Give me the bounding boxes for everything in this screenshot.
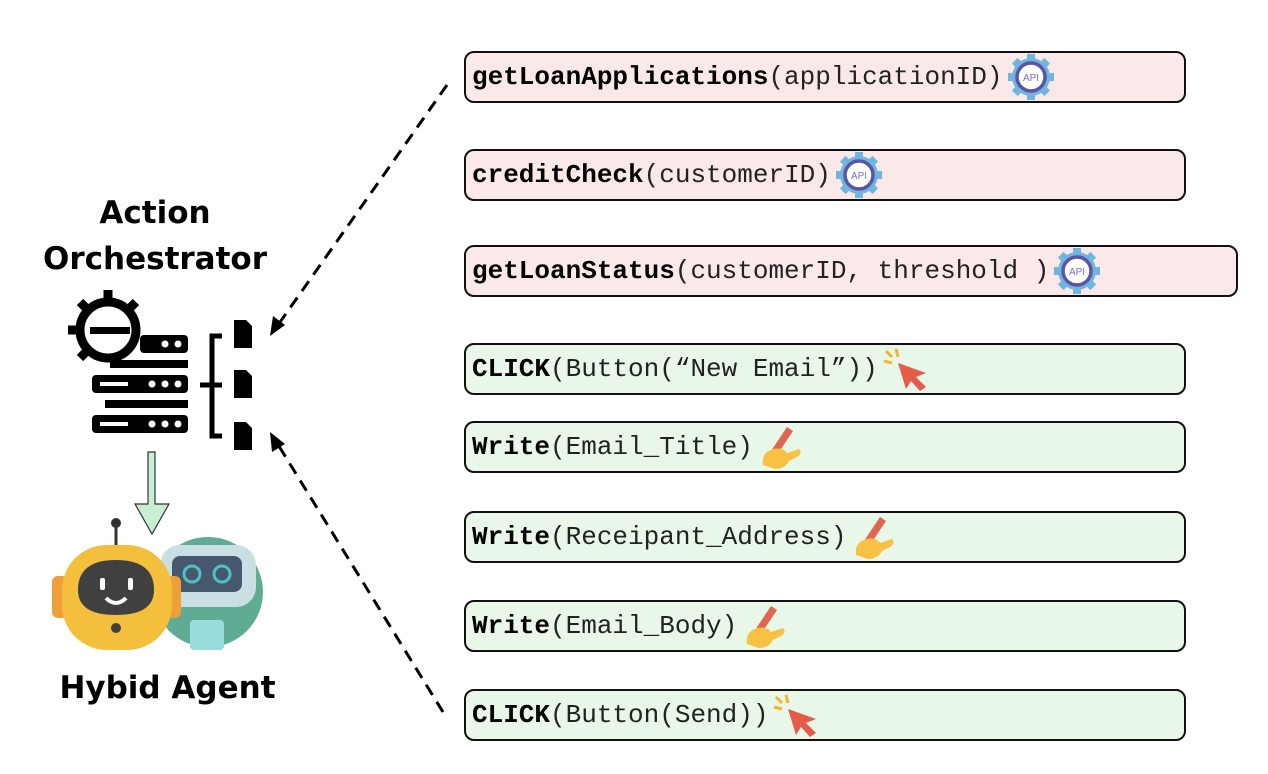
- svg-text:API: API: [1069, 267, 1085, 278]
- action-box-write: Write(Receipant_Address): [464, 511, 1186, 563]
- orchestrator-label: Action Orchestrator: [43, 195, 267, 277]
- function-name: getLoanStatus: [472, 256, 675, 286]
- agent-label: Hybid Agent: [59, 670, 276, 706]
- function-args: (Email_Body): [550, 611, 738, 641]
- action-box-write: Write(Email_Body): [464, 600, 1186, 652]
- orchestrator-icon: [68, 290, 252, 450]
- function-name: CLICK: [472, 700, 551, 730]
- api-gear-icon: API: [1053, 247, 1101, 295]
- svg-text:API: API: [851, 171, 867, 182]
- function-args: (customerID, threshold ): [674, 256, 1050, 286]
- cursor-click-icon: [882, 347, 932, 391]
- dashed-arrow-top: [276, 84, 449, 326]
- action-box-click: CLICK(Button(Send)): [464, 689, 1186, 741]
- function-name: Write: [472, 522, 551, 552]
- action-box-creditcheck: creditCheck(customerID) API: [464, 149, 1186, 201]
- function-name: creditCheck: [472, 160, 644, 190]
- dashed-arrow-bottom: [275, 442, 445, 713]
- api-gear-icon: API: [1007, 53, 1055, 101]
- function-name: CLICK: [472, 354, 551, 384]
- function-name: getLoanApplications: [472, 62, 769, 92]
- hybrid-agent-robot-icon: [52, 518, 263, 650]
- function-args: (Receipant_Address): [550, 522, 847, 552]
- writing-hand-icon: [850, 515, 900, 559]
- function-args: (Email_Title): [550, 432, 753, 462]
- writing-hand-icon: [741, 604, 791, 648]
- action-box-getloanapplications: getLoanApplications(applicationID) API: [464, 51, 1186, 103]
- function-name: Write: [472, 432, 551, 462]
- function-name: Write: [472, 611, 551, 641]
- down-arrow: [133, 451, 171, 536]
- svg-text:API: API: [1022, 73, 1038, 84]
- action-box-write: Write(Email_Title): [464, 421, 1186, 473]
- api-gear-icon: API: [835, 151, 883, 199]
- function-args: (Button(Send)): [550, 700, 769, 730]
- action-box-getloanstatus: getLoanStatus(customerID, threshold ) API: [464, 245, 1238, 297]
- function-args: (applicationID): [768, 62, 1003, 92]
- action-box-click: CLICK(Button(“New Email”)): [464, 343, 1186, 395]
- function-args: (Button(“New Email”)): [550, 354, 878, 384]
- cursor-click-icon: [772, 693, 822, 737]
- function-args: (customerID): [643, 160, 831, 190]
- writing-hand-icon: [757, 425, 807, 469]
